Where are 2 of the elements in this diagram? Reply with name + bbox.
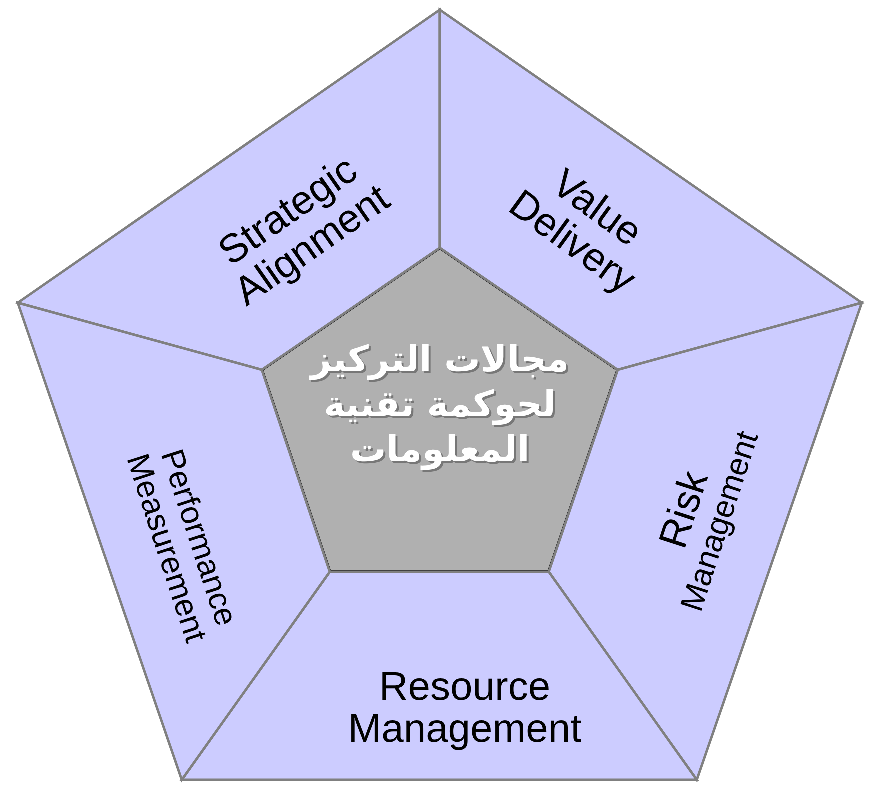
area-label: Resource Management — [347, 666, 583, 750]
center-title: مجالات التركيز لحوكمة تقنية المعلومات — [308, 338, 570, 472]
